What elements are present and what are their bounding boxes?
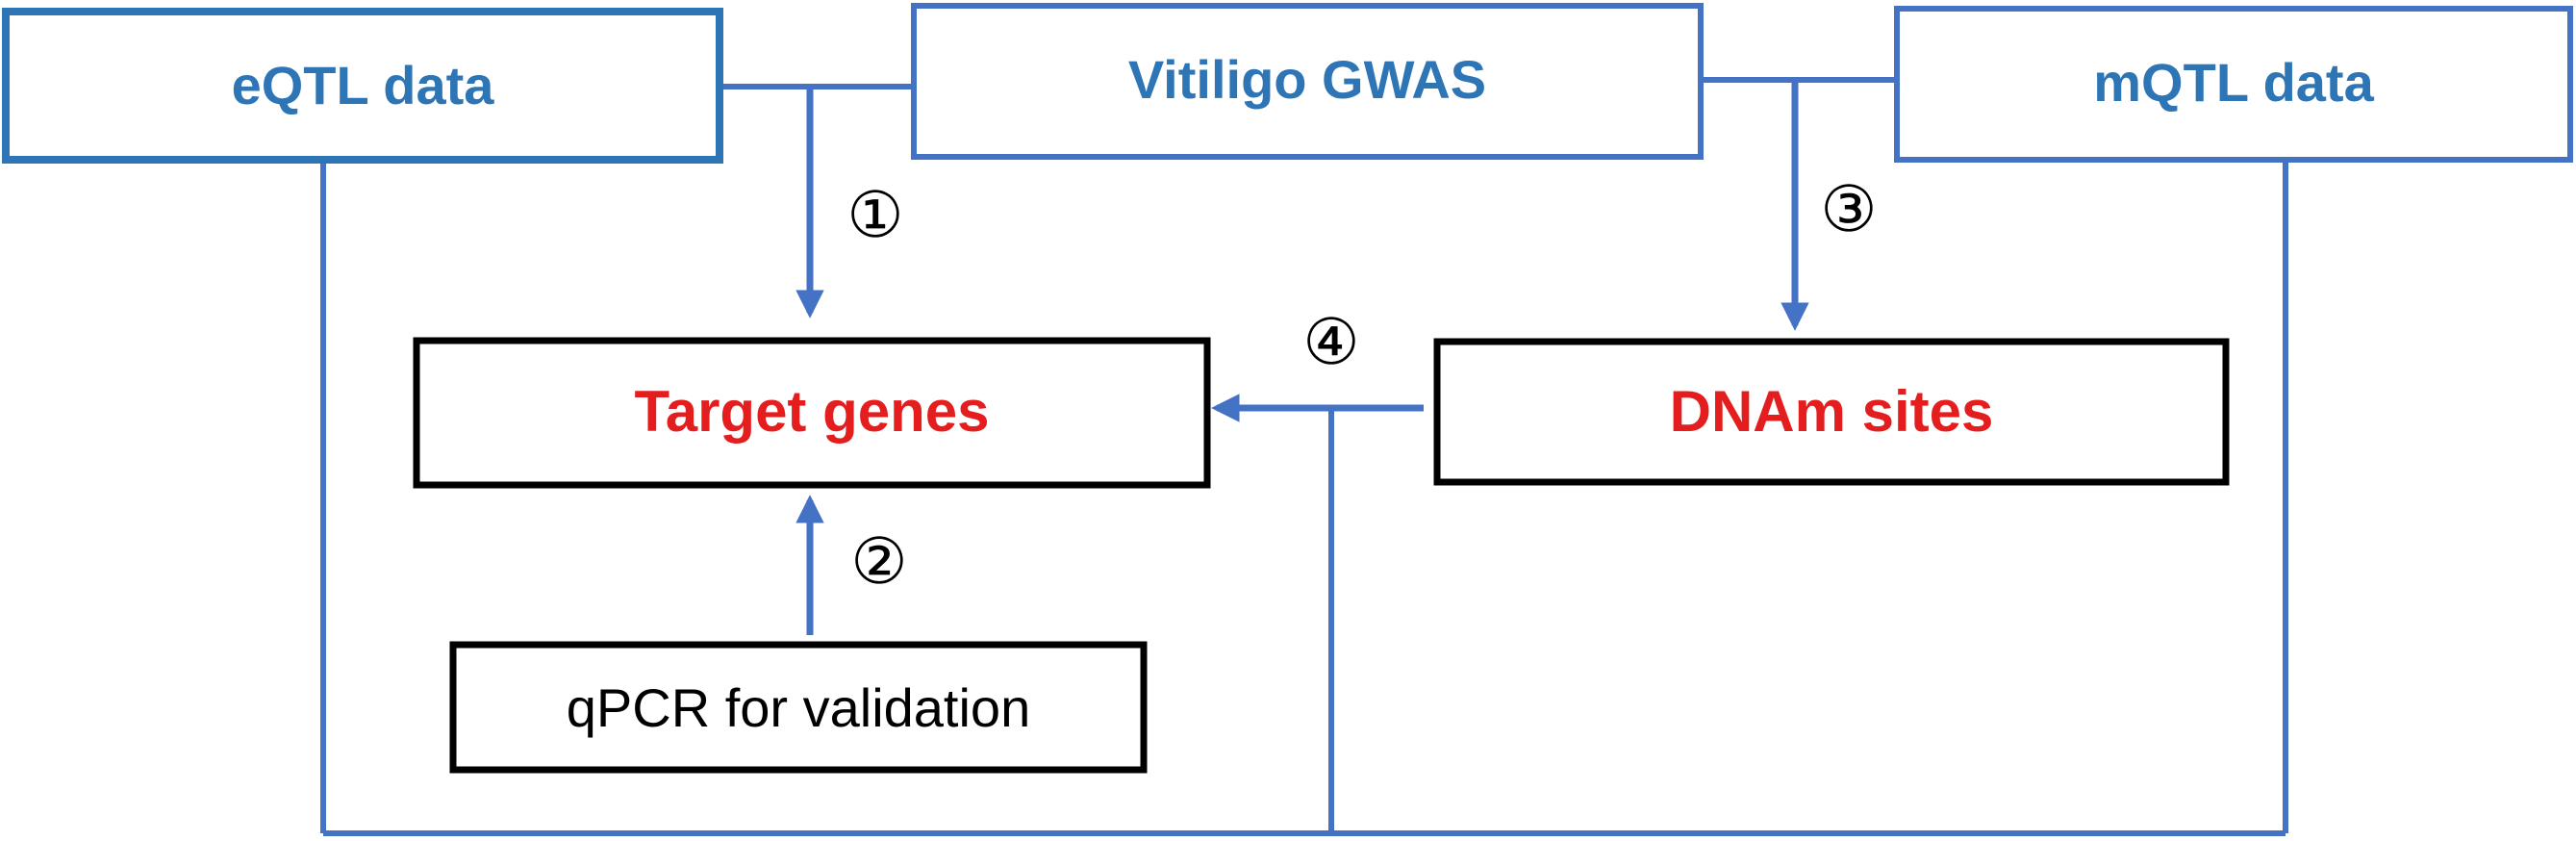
gwas-label: Vitiligo GWAS — [1128, 49, 1486, 110]
mqtl-label: mQTL data — [2093, 52, 2374, 113]
qpcr-box — [449, 641, 1148, 774]
connector-lines — [320, 77, 2288, 836]
qpcr-label: qPCR for validation — [567, 677, 1030, 738]
mqtl-box — [1894, 6, 2573, 163]
arrows — [796, 80, 1809, 635]
target-genes-box — [413, 337, 1211, 489]
dnam-sites-label: DNAm sites — [1670, 379, 1994, 444]
eqtl-label: eQTL data — [232, 55, 495, 115]
gwas-box — [911, 3, 1704, 160]
step3-label: ③ — [1820, 172, 1877, 246]
dnam-sites-box — [1433, 338, 2230, 486]
step4-label: ④ — [1302, 305, 1359, 379]
step2-label: ② — [850, 524, 907, 599]
eqtl-box — [2, 8, 723, 164]
target-genes-label: Target genes — [635, 379, 990, 444]
step1-label: ① — [846, 178, 903, 252]
